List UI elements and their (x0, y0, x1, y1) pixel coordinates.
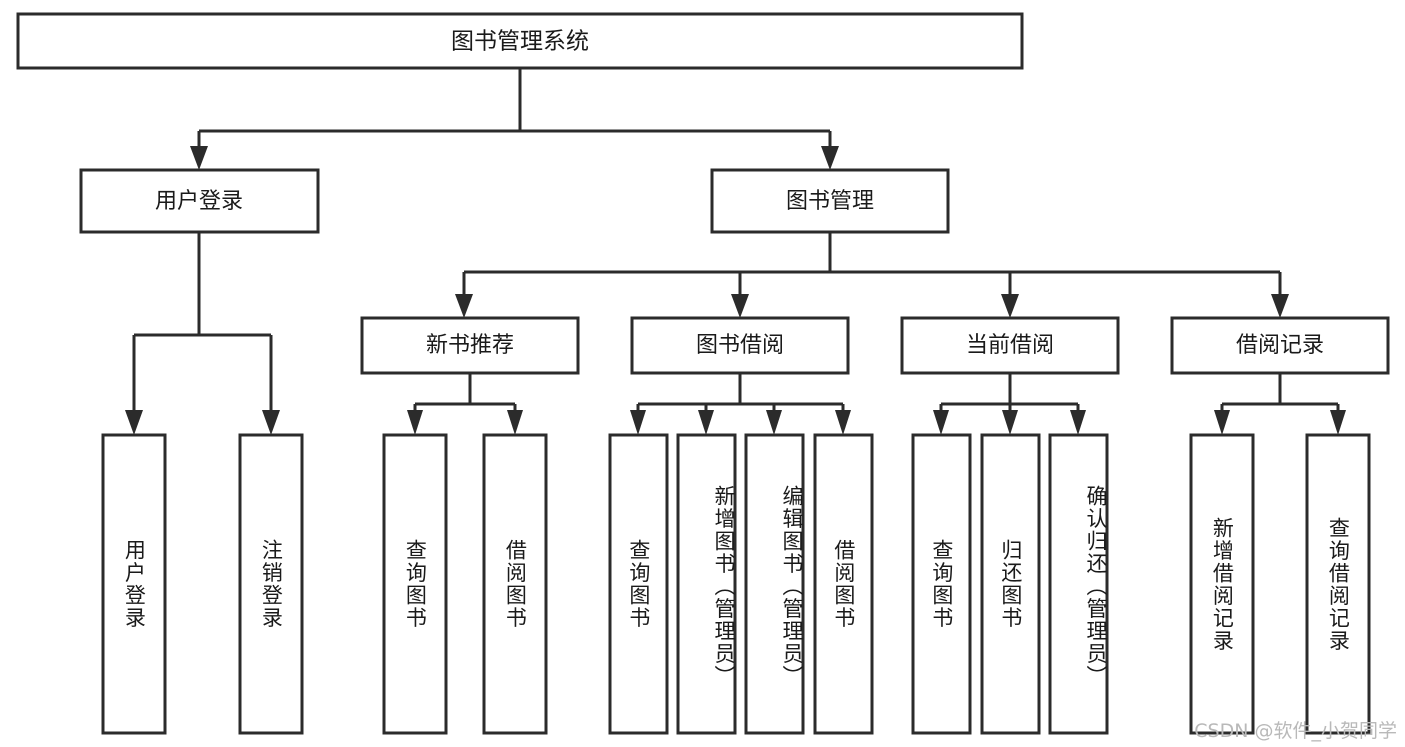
leaf-box-borrow-record-0[interactable] (1189, 433, 1255, 735)
arrow-head-borrow-record-1 (1330, 410, 1346, 435)
arrow-head-current-borrow-2 (1070, 410, 1086, 435)
leaf-box-book-borrow-3[interactable] (813, 433, 874, 735)
arrow-head-book-borrow-1 (698, 410, 714, 435)
arrow-head-leaf-user-login-1 (262, 410, 280, 435)
arrow-head-l3-3 (1271, 294, 1289, 318)
arrow-head-current-borrow-0 (933, 410, 949, 435)
arrow-head-new-book-0 (407, 410, 423, 435)
leaf-box-current-borrow-2[interactable] (1048, 433, 1109, 735)
leaf-box-current-borrow-1[interactable] (980, 433, 1041, 735)
leaf-box-new-book-0[interactable] (382, 433, 448, 735)
leaf-box-book-borrow-2[interactable] (744, 433, 805, 735)
arrow-head-l3-0 (455, 294, 473, 318)
node-layer: 图书管理系统 用户登录 图书管理 新书推荐 图书借阅 当前借阅 借阅记录 (16, 12, 1390, 735)
arrow-head-book-borrow-0 (630, 410, 646, 435)
leaf-box-current-borrow-0[interactable] (911, 433, 972, 735)
arrow-head-book-manage (821, 146, 839, 170)
node-new-book-recommend-label: 新书推荐 (426, 333, 514, 358)
arrow-head-l3-2 (1001, 294, 1019, 318)
node-root-label: 图书管理系统 (451, 29, 589, 55)
node-root-book-management-system[interactable] (16, 12, 1024, 70)
arrow-head-user-login (190, 146, 208, 170)
leaf-box-book-borrow-1[interactable] (676, 433, 737, 735)
connector-layer (125, 68, 1346, 435)
node-book-borrow-label: 图书借阅 (696, 333, 784, 358)
arrow-head-new-book-1 (507, 410, 523, 435)
arrow-head-book-borrow-3 (835, 410, 851, 435)
node-current-borrow-label: 当前借阅 (966, 333, 1054, 358)
node-book-management[interactable] (710, 168, 950, 234)
arrow-head-book-borrow-2 (766, 410, 782, 435)
node-new-book-recommend[interactable] (360, 316, 580, 375)
arrow-head-borrow-record-0 (1214, 410, 1230, 435)
node-user-login-label: 用户登录 (155, 189, 243, 214)
leaf-box-new-book-1[interactable] (482, 433, 548, 735)
arrow-head-leaf-user-login-0 (125, 410, 143, 435)
leaf-box-book-borrow-0[interactable] (608, 433, 669, 735)
arrow-head-l3-1 (731, 294, 749, 318)
node-user-login[interactable] (79, 168, 320, 234)
node-borrow-record[interactable] (1170, 316, 1390, 375)
node-borrow-record-label: 借阅记录 (1236, 333, 1324, 358)
node-book-borrow[interactable] (630, 316, 850, 375)
leaf-box-borrow-record-1[interactable] (1305, 433, 1371, 735)
node-book-management-label: 图书管理 (786, 189, 874, 214)
node-current-borrow[interactable] (900, 316, 1120, 375)
leaf-box-user-login-0[interactable] (101, 433, 167, 735)
leaf-box-user-login-1[interactable] (238, 433, 304, 735)
arrow-head-current-borrow-1 (1002, 410, 1018, 435)
